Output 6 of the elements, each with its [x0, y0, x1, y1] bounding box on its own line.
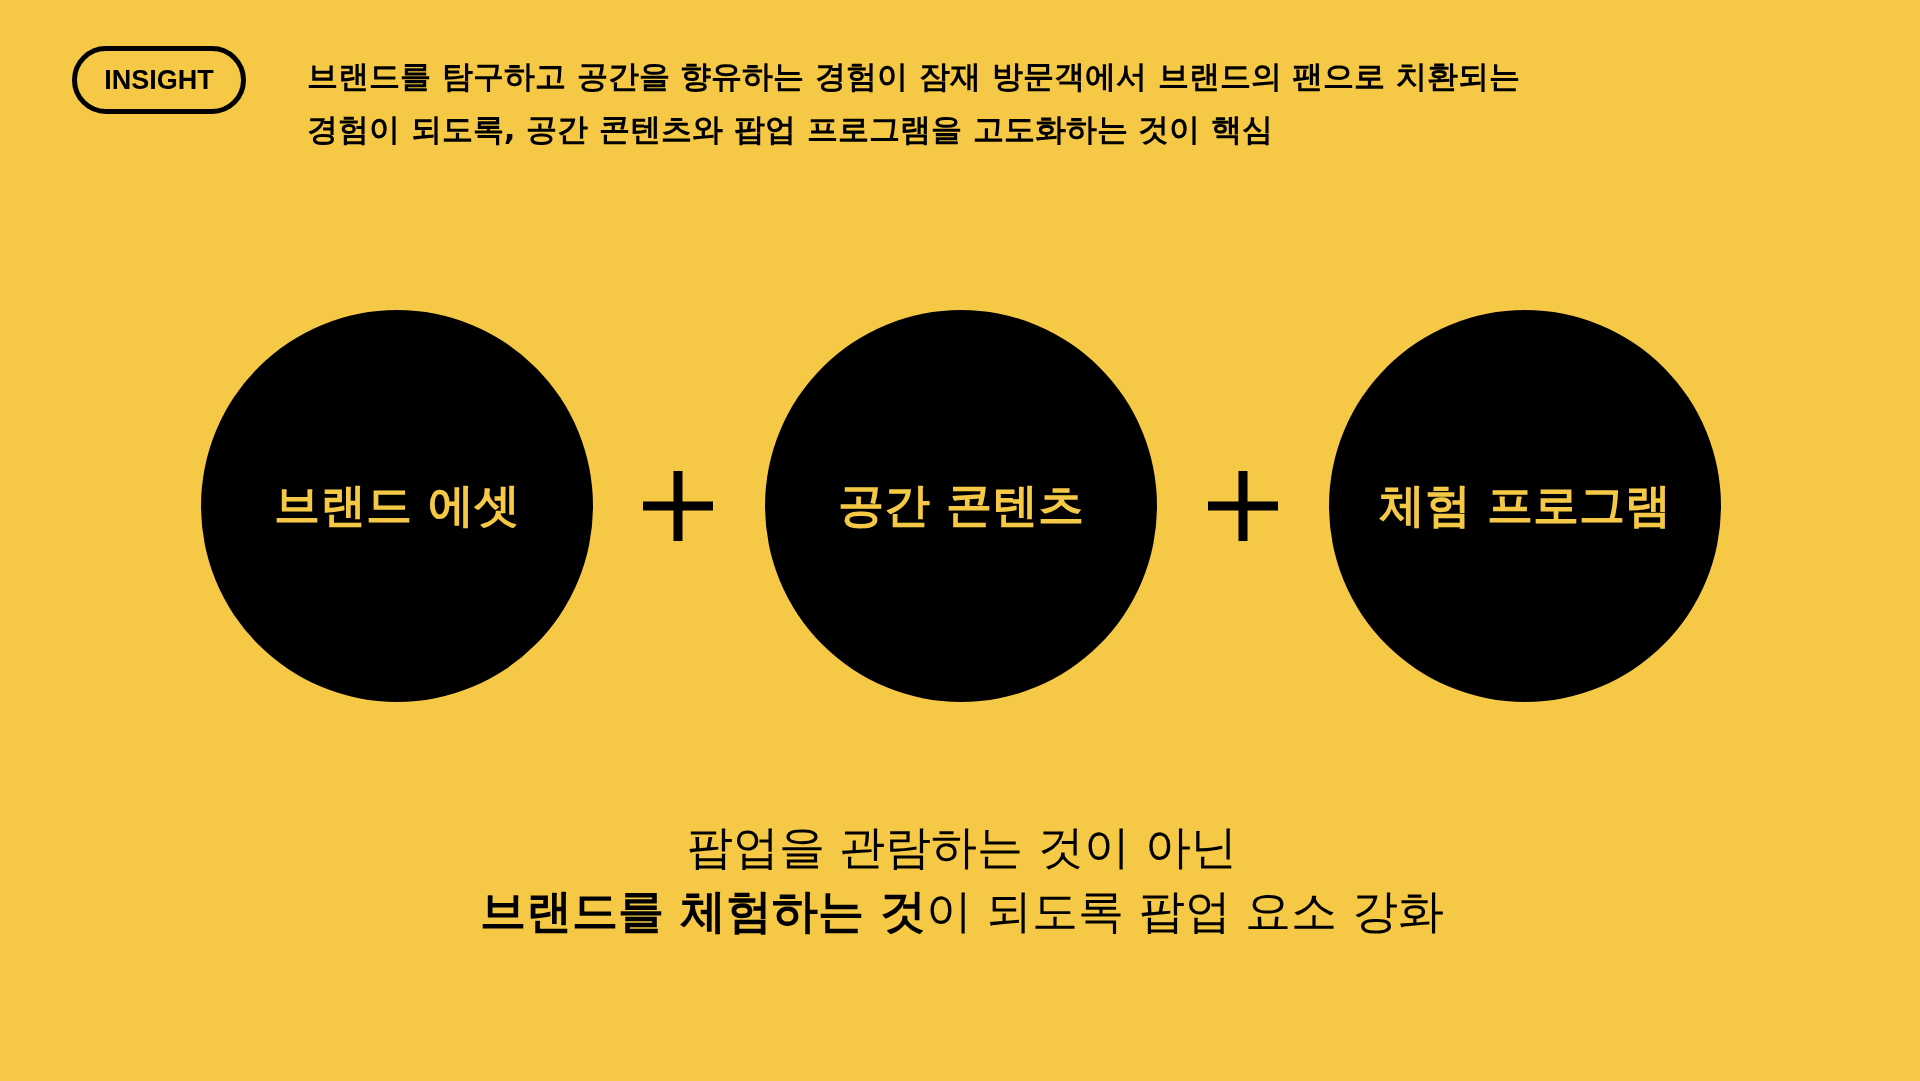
summary-text: 팝업을 관람하는 것이 아닌 브랜드를 체험하는 것이 되도록 팝업 요소 강화 — [479, 819, 1445, 940]
circle: 체험 프로그램 — [1329, 310, 1721, 702]
tag-pill: INSIGHT — [72, 46, 246, 114]
circle: 공간 콘텐츠 — [765, 310, 1157, 702]
circle: 브랜드 에셋 — [201, 310, 593, 702]
insight-text: 브랜드를 탐구하고 공간을 향유하는 경험이 잠재 방문객에서 브랜드의 팬으로 치환되는 경험이 되도록, 공간 콘텐츠와 팝업 프로그램을 고도화하는 것이 핵심 — [307, 57, 1521, 149]
